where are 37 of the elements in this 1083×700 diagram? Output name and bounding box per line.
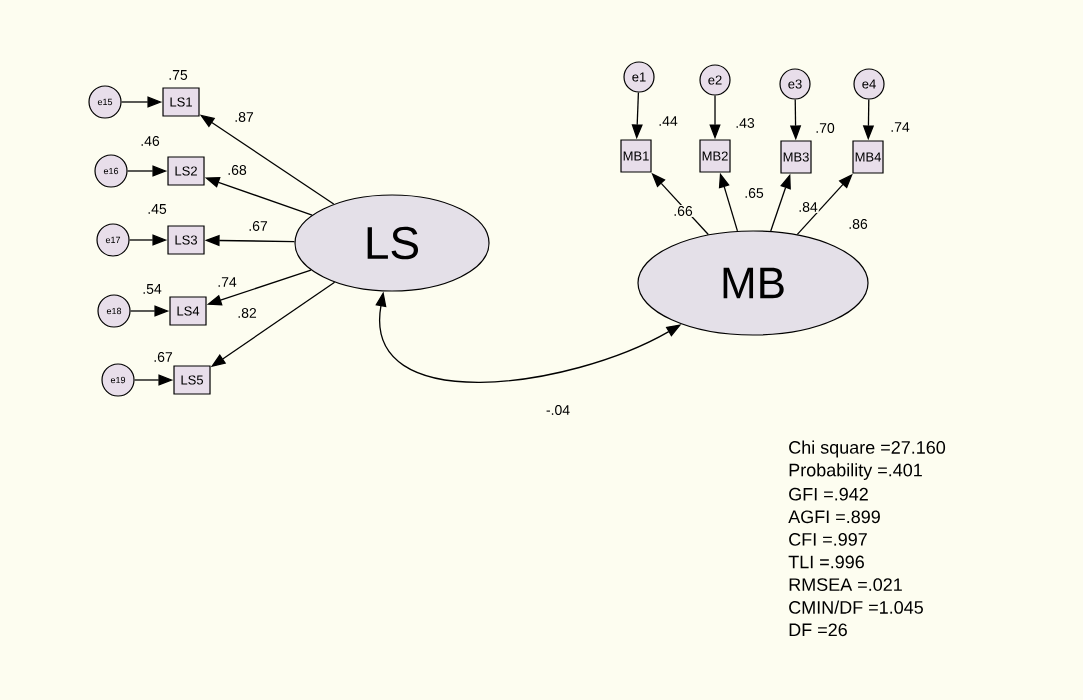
- indicator-box: LS4: [169, 296, 207, 326]
- squared-multiple-correlation: .70: [816, 123, 835, 133]
- squared-multiple-correlation: .46: [141, 136, 160, 146]
- squared-multiple-correlation: .43: [736, 118, 755, 128]
- edge-label: .84: [797, 201, 819, 213]
- fit-statistic: Probability =.401: [789, 463, 922, 480]
- indicator-box: MB1: [620, 139, 652, 173]
- fit-statistic: CFI =.997: [789, 533, 867, 546]
- indicator-box: LS5: [173, 365, 211, 395]
- indicator-box: MB3: [780, 140, 812, 174]
- fit-statistic: RMSEA =.021: [789, 578, 902, 591]
- fit-statistic: Chi square =27.160: [789, 440, 946, 458]
- indicator-box: LS2: [167, 156, 205, 186]
- indicator-box: MB4: [852, 140, 884, 174]
- edge-label: -.04: [544, 404, 572, 416]
- squared-multiple-correlation: .74: [891, 122, 910, 132]
- indicator-box: LS1: [162, 87, 200, 117]
- fit-statistic: TLI =.996: [788, 555, 864, 569]
- indicator-box: MB2: [699, 139, 731, 173]
- fit-statistic: DF =26: [789, 623, 847, 637]
- squared-multiple-correlation: .54: [143, 284, 162, 294]
- fit-statistic: AGFI =.899: [788, 510, 880, 524]
- edge-label: .74: [216, 276, 238, 288]
- edge-label: .82: [236, 307, 258, 319]
- fit-statistic: CMIN/DF =1.045: [789, 600, 923, 614]
- indicator-box: LS3: [167, 225, 205, 255]
- squared-multiple-correlation: .45: [148, 204, 167, 214]
- squared-multiple-correlation: .75: [169, 70, 188, 80]
- fit-statistic: GFI =.942: [789, 487, 868, 501]
- edge-label: .67: [247, 220, 269, 232]
- squared-multiple-correlation: .44: [659, 116, 678, 126]
- edge-label: .86: [847, 218, 869, 230]
- squared-multiple-correlation: .67: [154, 352, 173, 362]
- edge-label: .87: [233, 111, 255, 123]
- edge-label: .66: [672, 205, 694, 217]
- edge-label: .65: [743, 187, 765, 199]
- edge-label: .68: [226, 164, 248, 176]
